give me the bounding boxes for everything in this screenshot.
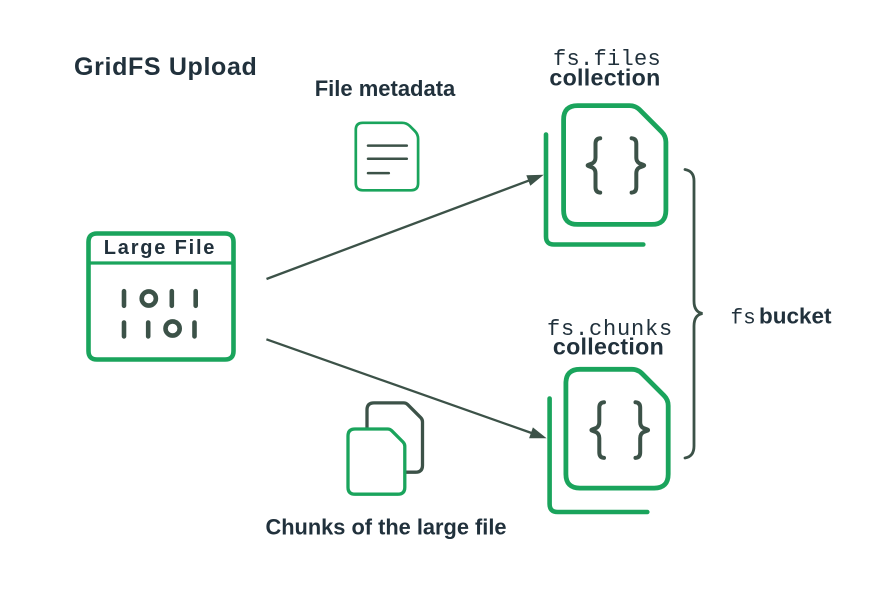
svg-text:collection: collection — [549, 65, 660, 91]
svg-text:fs.chunks: fs.chunks — [547, 317, 673, 342]
svg-text:Large File: Large File — [104, 237, 216, 259]
svg-text:GridFS Upload: GridFS Upload — [74, 53, 257, 81]
svg-text:collection: collection — [553, 334, 664, 360]
svg-text:Chunks of the large file: Chunks of the large file — [265, 515, 506, 540]
svg-text:bucket: bucket — [759, 304, 832, 329]
svg-text:fs.files: fs.files — [553, 47, 661, 72]
svg-text:File metadata: File metadata — [315, 76, 456, 101]
svg-text:fs: fs — [731, 308, 756, 331]
